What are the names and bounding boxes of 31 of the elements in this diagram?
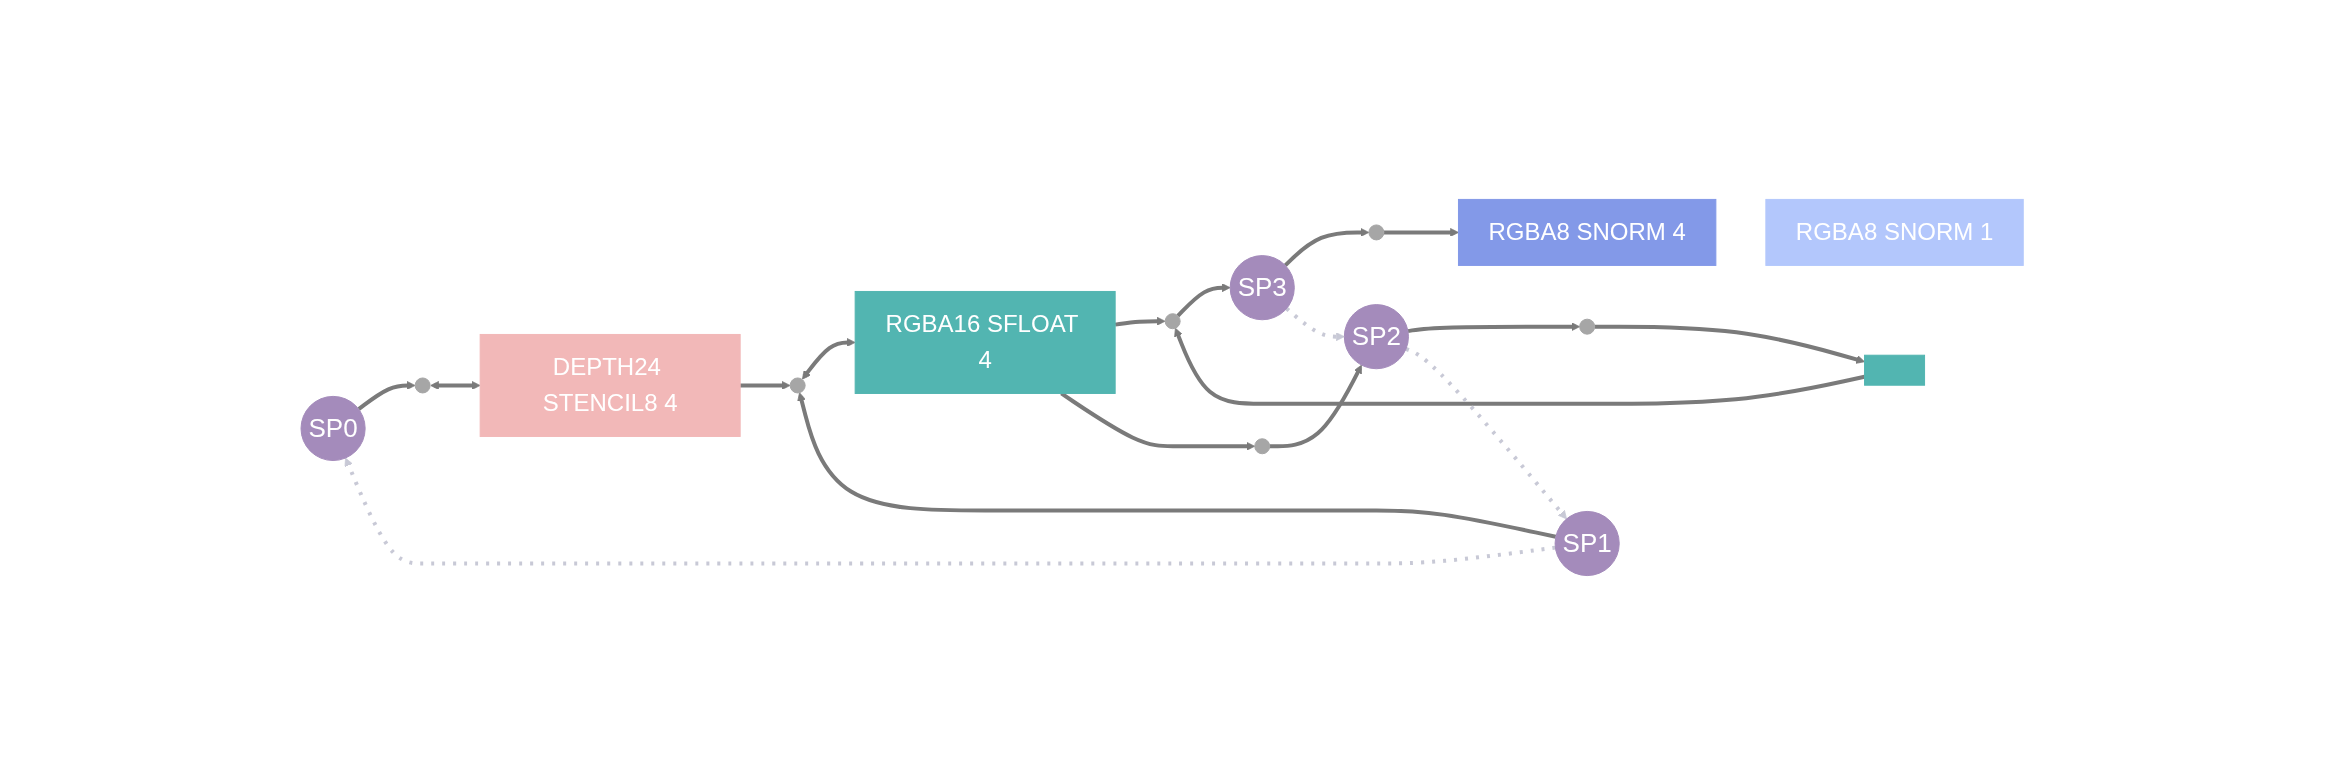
node-circle bbox=[1254, 438, 1271, 455]
arrow bbox=[1176, 283, 1231, 318]
arrow bbox=[357, 381, 416, 411]
node-circle bbox=[1368, 224, 1385, 241]
node-circle: SP0 bbox=[300, 395, 367, 462]
arrow bbox=[1285, 307, 1346, 342]
node-circle bbox=[415, 377, 432, 394]
node-box: RGBA16 SFLOAT 4 bbox=[855, 290, 1117, 394]
node-box: RGBA8 SNORM 1 bbox=[1765, 198, 2025, 266]
arrow bbox=[1408, 322, 1581, 334]
arrow bbox=[1270, 364, 1363, 449]
arrow bbox=[1595, 324, 1866, 364]
arrow bbox=[344, 457, 1556, 566]
arrow bbox=[802, 338, 856, 380]
arrow bbox=[740, 381, 791, 390]
node-circle: SP3 bbox=[1230, 255, 1296, 321]
arrow bbox=[1405, 347, 1568, 520]
node-circle bbox=[790, 377, 807, 394]
node-circle bbox=[1165, 313, 1182, 330]
arrow bbox=[797, 392, 1557, 539]
arrow bbox=[1284, 228, 1370, 267]
arrow bbox=[1115, 316, 1166, 327]
arrow bbox=[430, 381, 481, 390]
node-box: RGBA8 SNORM 4 bbox=[1458, 198, 1717, 266]
node-box bbox=[1864, 354, 1926, 386]
node-circle: SP2 bbox=[1344, 304, 1410, 370]
arrow bbox=[1384, 228, 1460, 237]
node-circle bbox=[1579, 318, 1596, 335]
node-circle: SP1 bbox=[1554, 510, 1621, 577]
node-box: DEPTH24 STENCIL8 4 bbox=[480, 333, 742, 437]
arrow bbox=[1174, 327, 1866, 406]
